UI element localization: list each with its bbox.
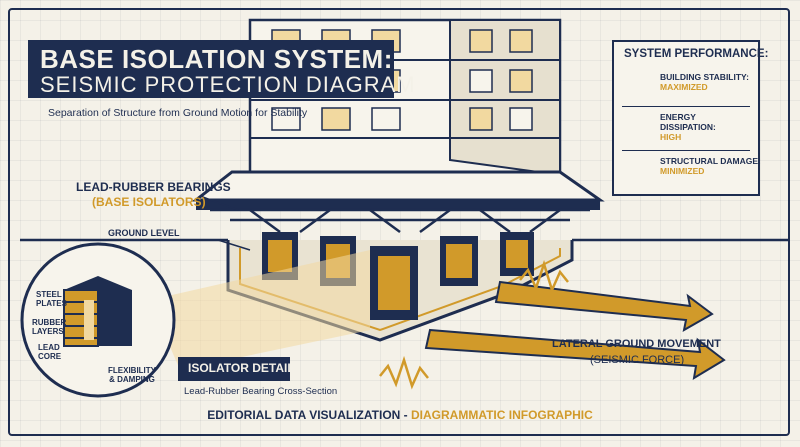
system-performance-panel: SYSTEM PERFORMANCE: BUILDING STABILITY: …	[612, 40, 768, 196]
base-slab-edge	[196, 200, 600, 210]
footer: EDITORIAL DATA VISUALIZATION - DIAGRAMMA…	[0, 408, 800, 422]
seismic-arrow-lower	[424, 328, 726, 380]
title-line-1: BASE ISOLATION SYSTEM:	[40, 44, 393, 74]
steel-plates-line-1: STEEL	[36, 290, 62, 299]
lead-core-label: LEAD CORE	[38, 343, 61, 361]
panel-divider	[622, 150, 750, 151]
seismic-arrow-upper	[494, 280, 714, 332]
steel-plates-label: STEEL PLATES	[36, 290, 67, 308]
flexibility-line-2: & DAMPING	[109, 375, 155, 384]
title-block: BASE ISOLATION SYSTEM: SEISMIC PROTECTIO…	[28, 40, 415, 98]
steel-plates-line-2: PLATES	[36, 299, 67, 308]
stability-value: MAXIMIZED	[660, 82, 708, 92]
base-slab	[191, 170, 605, 202]
rubber-layers-label: RUBBER LAYERS	[32, 318, 66, 336]
bearings-sublabel: (BASE ISOLATORS)	[92, 195, 206, 209]
energy-value: HIGH	[660, 132, 682, 142]
rubber-layers-line-2: LAYERS	[32, 327, 64, 336]
energy-label-line-1: ENERGY	[660, 112, 696, 122]
bearing-cross-section	[63, 276, 132, 347]
damage-value: MINIMIZED	[660, 166, 705, 176]
isolator-detail-title: ISOLATOR DETAIL	[188, 361, 295, 375]
ground-leader	[217, 239, 251, 251]
footer-part-2: DIAGRAMMATIC INFOGRAPHIC	[411, 408, 593, 422]
footer-part-1: EDITORIAL DATA VISUALIZATION -	[207, 408, 411, 422]
flexibility-line-1: FLEXIBILITY	[108, 366, 156, 375]
panel-divider	[622, 106, 750, 107]
seismic-wave-bottom	[379, 355, 429, 390]
stability-label: BUILDING STABILITY:	[660, 72, 749, 82]
isolator-detail-caption: Lead-Rubber Bearing Cross-Section	[184, 386, 338, 397]
seismic-force-label: (SEISMIC FORCE)	[590, 354, 685, 366]
bearings-label: LEAD-RUBBER BEARINGS	[76, 180, 231, 194]
detail-projection	[150, 250, 370, 370]
panel-heading: SYSTEM PERFORMANCE:	[624, 48, 769, 60]
ground-level-label: GROUND LEVEL	[108, 228, 180, 238]
subtitle: Separation of Structure from Ground Moti…	[48, 107, 308, 119]
rubber-layers-line-1: RUBBER	[32, 318, 67, 327]
pit-gap-line	[239, 248, 561, 332]
isolator-detail-box: ISOLATOR DETAIL	[178, 357, 295, 381]
outer-frame	[8, 8, 790, 436]
lateral-movement-label: LATERAL GROUND MOVEMENT	[552, 338, 721, 350]
energy-label-line-2: DISSIPATION:	[660, 122, 716, 132]
title-line-2: SEISMIC PROTECTION DIAGRAM	[40, 72, 416, 97]
flexibility-label: FLEXIBILITY & DAMPING	[108, 366, 156, 384]
lead-core-line-2: CORE	[38, 352, 62, 361]
bearings-leader	[199, 195, 239, 211]
steel-frame	[210, 208, 590, 234]
damage-label: STRUCTURAL DAMAGE:	[660, 156, 761, 166]
seismic-wave-top	[519, 259, 569, 294]
lead-core-line-1: LEAD	[38, 343, 60, 352]
